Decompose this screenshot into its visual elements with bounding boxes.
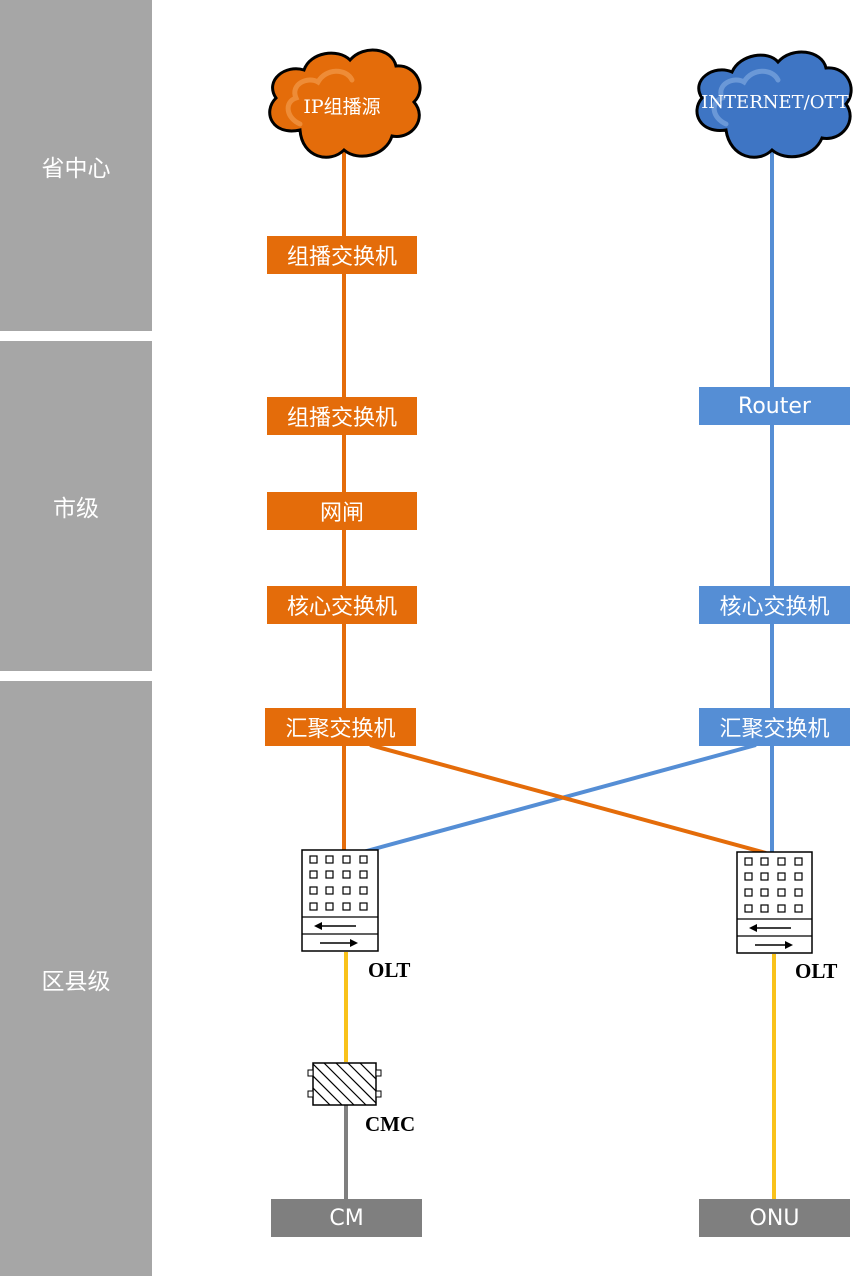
cloud-blue-icon bbox=[695, 50, 853, 159]
cmc-icon bbox=[307, 1062, 382, 1106]
cloud-orange-icon bbox=[268, 48, 422, 159]
cm-terminal[interactable]: CM bbox=[271, 1199, 422, 1237]
multicast-switch-city[interactable]: 组播交换机 bbox=[267, 397, 417, 435]
tier-provincial-center: 省中心 bbox=[0, 0, 152, 331]
tier-label: 市级 bbox=[53, 496, 99, 522]
orange-cross-link bbox=[369, 743, 767, 855]
multicast-source-label: IP组播源 bbox=[303, 96, 381, 118]
olt-right-label: OLT bbox=[795, 959, 838, 983]
gatekeeper-node[interactable]: 网闸 bbox=[267, 492, 417, 530]
core-switch-left[interactable]: 核心交换机 bbox=[267, 586, 417, 624]
router-node[interactable]: Router bbox=[699, 387, 850, 425]
tier-district-level: 区县级 bbox=[0, 681, 152, 1276]
tier-label: 省中心 bbox=[41, 155, 111, 182]
internet-ott-label: INTERNET/OTT bbox=[701, 92, 849, 113]
olt-left-icon bbox=[301, 849, 379, 952]
olt-left-label: OLT bbox=[368, 958, 411, 982]
tier-city-level: 市级 bbox=[0, 341, 152, 671]
olt-right-icon bbox=[736, 851, 813, 954]
tier-label: 区县级 bbox=[41, 968, 111, 995]
multicast-switch-provincial[interactable]: 组播交换机 bbox=[267, 236, 417, 274]
core-switch-right[interactable]: 核心交换机 bbox=[699, 586, 850, 624]
cmc-label: CMC bbox=[365, 1112, 416, 1136]
aggregation-switch-left[interactable]: 汇聚交换机 bbox=[265, 708, 416, 746]
aggregation-switch-right[interactable]: 汇聚交换机 bbox=[699, 708, 850, 746]
onu-terminal[interactable]: ONU bbox=[699, 1199, 850, 1237]
